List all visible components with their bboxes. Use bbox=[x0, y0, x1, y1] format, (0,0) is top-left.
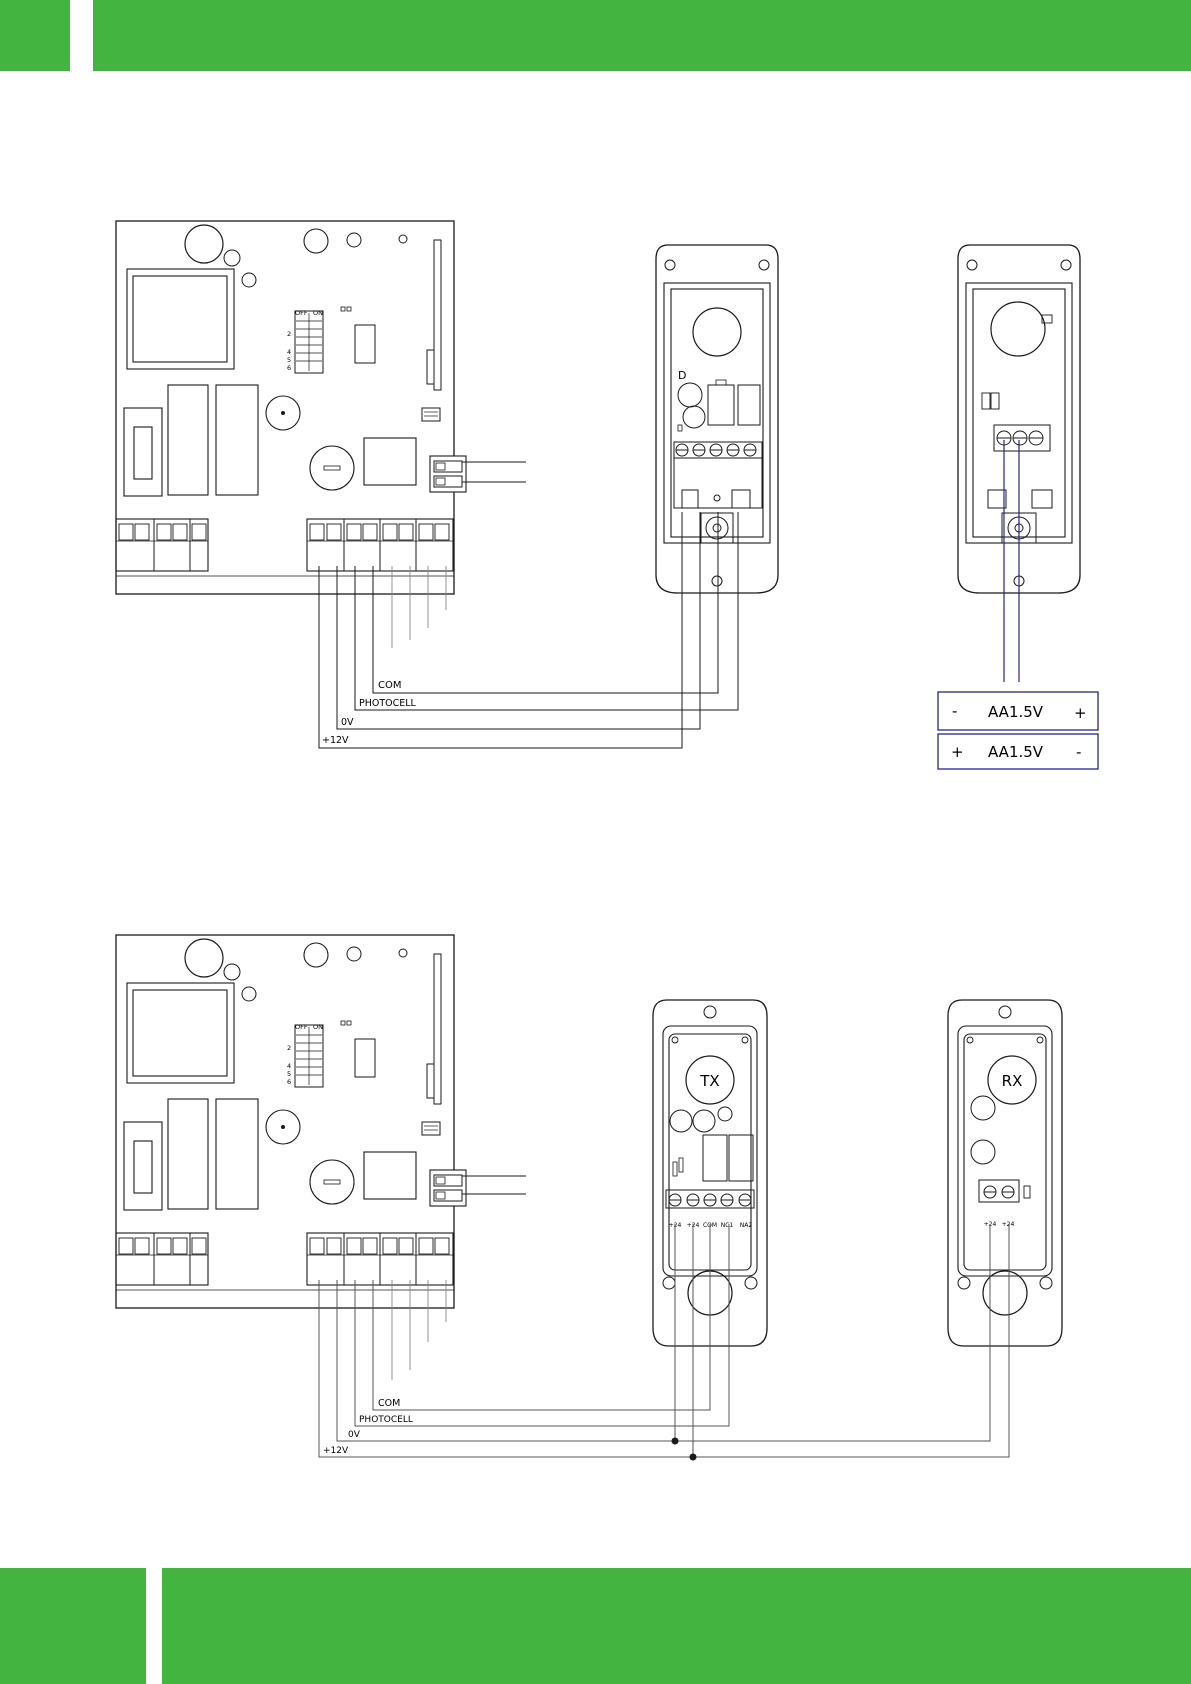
dip-on-label-2: ON bbox=[313, 1023, 323, 1031]
battery-1-right-sign: + bbox=[1074, 704, 1087, 722]
battery-1-label: AA1.5V bbox=[988, 703, 1044, 721]
battery-1: - AA1.5V + bbox=[938, 692, 1098, 730]
dip-number-2-b: 2 bbox=[287, 1044, 291, 1052]
wire-label-12v-top: +12V bbox=[322, 735, 349, 746]
dip-number-6-b: 6 bbox=[287, 1078, 291, 1086]
junction-12v bbox=[690, 1454, 697, 1461]
control-board-top bbox=[116, 221, 466, 594]
wire-label-com-bottom: COM bbox=[378, 1398, 400, 1409]
svg-text:D: D bbox=[678, 369, 686, 382]
battery-1-left-sign: - bbox=[952, 702, 957, 720]
dip-off-label: OFF bbox=[295, 309, 308, 317]
wire-label-12v-bottom: +12V bbox=[323, 1446, 349, 1456]
tx-terminal-5: NA2 bbox=[740, 1222, 753, 1229]
battery-2-left-sign: + bbox=[951, 743, 964, 761]
receiver-unit-top: D bbox=[656, 245, 778, 593]
wire-label-com-top: COM bbox=[378, 680, 401, 691]
wire-label-0v-bottom: 0V bbox=[348, 1430, 361, 1440]
control-board-bottom bbox=[116, 935, 466, 1308]
connector-stubs-top bbox=[462, 462, 526, 482]
wire-label-photocell-top: PHOTOCELL bbox=[359, 698, 417, 709]
rx-label: RX bbox=[1002, 1072, 1023, 1090]
dip-off-label-2: OFF bbox=[295, 1023, 308, 1031]
battery-2: + AA1.5V - bbox=[938, 734, 1098, 769]
tx-terminal-4: NC1 bbox=[721, 1222, 734, 1229]
dip-number-4-b: 4 bbox=[287, 1062, 291, 1070]
dip-number-4: 4 bbox=[287, 348, 291, 356]
connector-stubs-bottom bbox=[462, 1176, 526, 1194]
dip-number-5: 5 bbox=[287, 356, 291, 364]
wire-label-photocell-bottom: PHOTOCELL bbox=[359, 1415, 413, 1425]
dip-number-2: 2 bbox=[287, 330, 291, 338]
rx-terminal-2: +24 bbox=[1002, 1221, 1015, 1228]
battery-2-right-sign: - bbox=[1076, 743, 1081, 761]
battery-2-label: AA1.5V bbox=[988, 743, 1044, 761]
dip-number-6: 6 bbox=[287, 364, 291, 372]
junction-0v bbox=[672, 1438, 679, 1445]
dip-number-5-b: 5 bbox=[287, 1070, 291, 1078]
tx-label: TX bbox=[699, 1072, 719, 1090]
dip-on-label: ON bbox=[313, 309, 323, 317]
rx-photocell: RX +24 +24 bbox=[948, 1000, 1062, 1346]
wire-label-0v-top: 0V bbox=[341, 717, 354, 728]
